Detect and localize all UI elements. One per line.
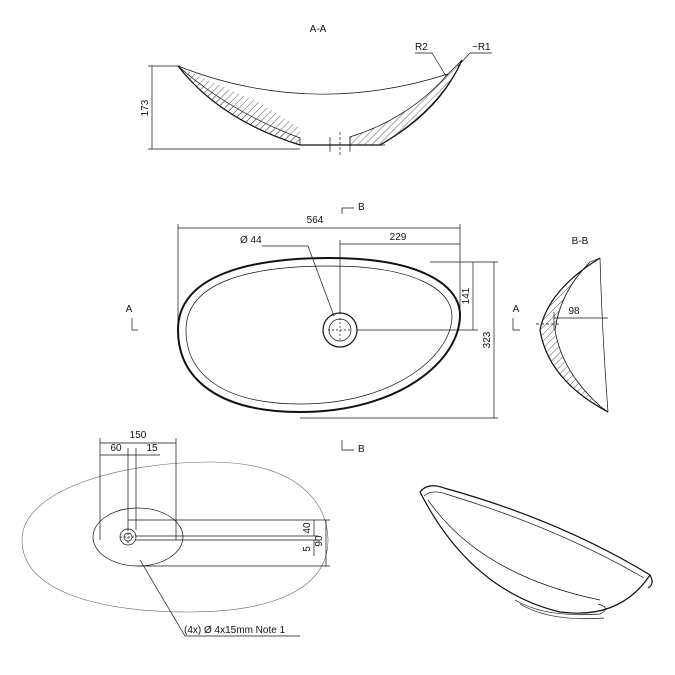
dim-15-label: 15 [146,443,158,454]
dim-141-label: 141 [461,287,472,304]
section-mark-a-right: A [513,304,520,315]
dim-564-label: 564 [307,215,324,226]
dim-98-label: 98 [568,306,580,317]
radius-2-label: R2 [415,42,428,53]
top-view: B B A A 564 229 Ø 44 141 [126,202,520,455]
section-mark-b-top-arrow [341,207,354,214]
section-b-rim-line [599,257,609,413]
iso-rim-inner [423,491,645,579]
section-a-a-title: A-A [310,24,327,35]
note-label: (4x) Ø 4x15mm Note 1 [184,625,286,636]
dim-60-label: 60 [110,443,122,454]
radius-1-label: ~R1 [472,42,491,53]
section-mark-b-top: B [358,202,365,213]
section-a-inner-profile [177,65,449,95]
isometric-view [419,485,653,620]
note-leader [139,559,186,637]
dim-40-label: 40 [302,522,313,534]
iso-rim-outer [419,485,653,589]
drain-diameter-label: Ø 44 [240,235,262,246]
section-a-hatch-left-fill [185,70,300,145]
dim-90-label: 90 [314,535,325,547]
section-mark-a-left: A [126,304,133,315]
bottom-view: 150 60 15 40 5 90 (4x) Ø 4x15mm Note 1 [21,430,330,637]
iso-base-lower [519,603,605,620]
section-mark-a-right-arrow [512,318,520,331]
section-a-a-view: A-A 173 R2 ~R1 [140,24,492,156]
iso-base [514,599,606,616]
dim-229-label: 229 [390,232,407,243]
radius-1-leader [457,52,471,67]
radius-2-leader [431,52,447,77]
section-mark-b-bottom-arrow [341,440,354,451]
section-b-hatch [539,257,609,413]
dim-5-label: 5 [302,546,313,552]
section-b-b-view: B-B 98 [536,236,609,413]
iso-bowl-body [419,491,651,614]
section-mark-a-left-arrow [131,318,138,331]
section-mark-b-bottom: B [358,444,365,455]
bottom-outer-outline [21,461,329,613]
section-a-hatch-right [349,59,463,146]
iso-bowl-inner [427,499,601,601]
basin-outer-rim [176,256,462,414]
dim-173-label: 173 [140,99,151,116]
dim-323-label: 323 [482,331,493,348]
section-b-b-title: B-B [572,236,589,247]
dim-150-label: 150 [130,430,147,441]
bottom-foot-ring [92,507,184,567]
drain-diameter-leader [307,245,335,317]
basin-inner-rim [185,265,453,405]
